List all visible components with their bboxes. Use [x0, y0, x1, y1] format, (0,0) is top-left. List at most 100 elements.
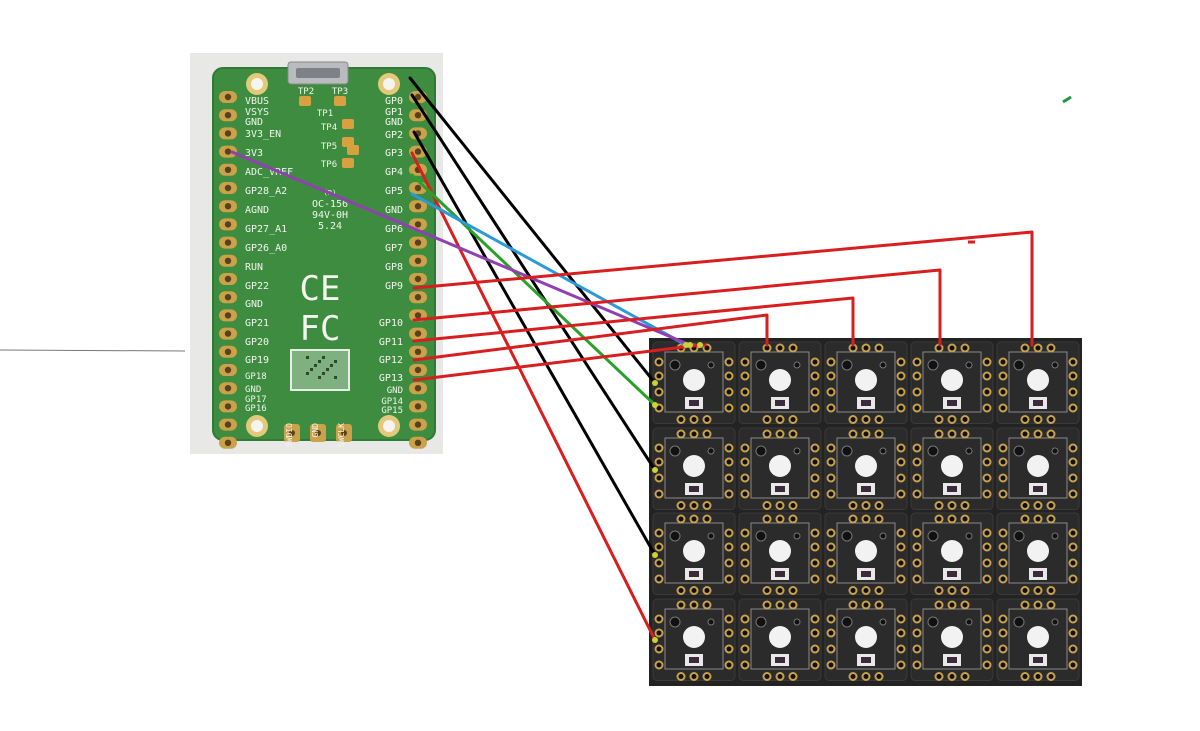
edge-pad	[654, 614, 664, 624]
edge-pad	[826, 473, 836, 483]
edge-pad	[724, 644, 734, 654]
wires	[230, 76, 1034, 643]
edge-pad	[826, 357, 836, 367]
edge-pad	[702, 415, 712, 424]
edge-pad	[810, 473, 820, 483]
edge-pad	[826, 542, 836, 552]
left-pin-pad-hole	[224, 275, 232, 283]
left-pin-pad-hole	[224, 203, 232, 210]
left-pin-pad-hole	[224, 184, 232, 192]
edge-pad	[896, 528, 906, 538]
led-die	[861, 571, 871, 577]
led-die	[689, 400, 699, 406]
edge-pad	[775, 343, 785, 353]
left-pin-pad-hole	[224, 239, 232, 246]
edge-pad	[826, 628, 836, 638]
test-point-label: TP3	[332, 87, 348, 97]
left-pin-pad-hole	[224, 93, 232, 101]
led-die	[1033, 657, 1043, 663]
edge-pad	[689, 672, 699, 681]
right-pin-label: GP11	[379, 337, 403, 348]
switch-pin-hole	[1013, 359, 1025, 371]
edge-pad	[702, 501, 712, 510]
edge-pad	[934, 600, 944, 610]
switch-pin-hole	[1051, 618, 1059, 626]
left-pin-label: GND	[245, 299, 263, 310]
edge-pad	[740, 443, 750, 453]
edge-pad	[654, 371, 664, 381]
right-pin-label: GP12	[379, 355, 403, 366]
left-pin-label: VBUS	[245, 96, 269, 107]
edge-pad	[982, 357, 992, 367]
key-module	[996, 427, 1080, 510]
switch-pin-hole	[879, 447, 887, 455]
edge-pad	[874, 501, 884, 510]
edge-pad	[740, 357, 750, 367]
edge-pad	[724, 387, 734, 397]
right-pin-pad-hole	[414, 330, 422, 337]
edge-pad	[960, 343, 970, 353]
qr-dot	[306, 356, 309, 359]
switch-pin-hole	[879, 532, 887, 540]
edge-pad	[998, 457, 1008, 467]
edge-pad	[861, 586, 871, 595]
edge-pad	[998, 628, 1008, 638]
switch-center-hole	[855, 540, 877, 562]
edge-pad	[1033, 586, 1043, 595]
edge-pad	[740, 660, 750, 670]
edge-pad	[998, 528, 1008, 538]
switch-pin-hole	[841, 616, 853, 628]
edge-pad	[982, 371, 992, 381]
left-pin-label: GP21	[245, 318, 269, 329]
edge-pad	[826, 614, 836, 624]
switch-center-hole	[941, 626, 963, 648]
edge-pad	[874, 429, 884, 439]
edge-pad	[998, 489, 1008, 499]
edge-pad	[1068, 457, 1078, 467]
edge-pad	[960, 672, 970, 681]
edge-pad	[1046, 514, 1056, 524]
edge-pad	[874, 415, 884, 424]
edge-pad	[676, 586, 686, 595]
edge-pad	[982, 489, 992, 499]
test-point-pad	[342, 137, 354, 147]
edge-pad	[676, 514, 686, 524]
right-pin-label: GP15	[381, 406, 403, 416]
left-pin-pad-hole	[224, 148, 232, 155]
left-pin-pad-hole	[224, 439, 232, 446]
qr-dot	[314, 364, 317, 367]
usb-port-opening	[296, 68, 340, 78]
edge-pad	[1020, 672, 1030, 681]
edge-pad	[654, 357, 664, 367]
key-module	[652, 341, 736, 424]
edge-pad	[740, 473, 750, 483]
led-die	[775, 486, 785, 492]
edge-pad	[724, 628, 734, 638]
led-die	[861, 657, 871, 663]
left-pin-label: AGND	[245, 205, 269, 216]
edge-pad	[912, 457, 922, 467]
debug-pad-hole	[315, 430, 321, 436]
edge-pad	[810, 403, 820, 413]
switch-pin-hole	[841, 530, 853, 542]
key-module	[738, 512, 822, 595]
edge-pad	[934, 672, 944, 681]
fc-mark: FC	[300, 309, 341, 349]
led-die	[947, 400, 957, 406]
edge-pad	[998, 403, 1008, 413]
edge-pad	[654, 558, 664, 568]
edge-pad	[762, 429, 772, 439]
right-pin-label: GP10	[379, 318, 403, 329]
right-pin-pad-hole	[414, 348, 422, 355]
switch-pin-hole	[965, 447, 973, 455]
left-pin-label: GP18	[245, 372, 267, 382]
edge-pad	[689, 600, 699, 610]
qr-dot	[310, 368, 313, 371]
mounting-hole-center	[251, 420, 263, 432]
right-pin-pad-hole	[414, 403, 422, 410]
switch-center-hole	[855, 626, 877, 648]
edge-pad	[960, 415, 970, 424]
right-pin-label: GP9	[385, 281, 403, 292]
edge-pad	[810, 371, 820, 381]
right-pin-pad-hole	[414, 294, 422, 301]
